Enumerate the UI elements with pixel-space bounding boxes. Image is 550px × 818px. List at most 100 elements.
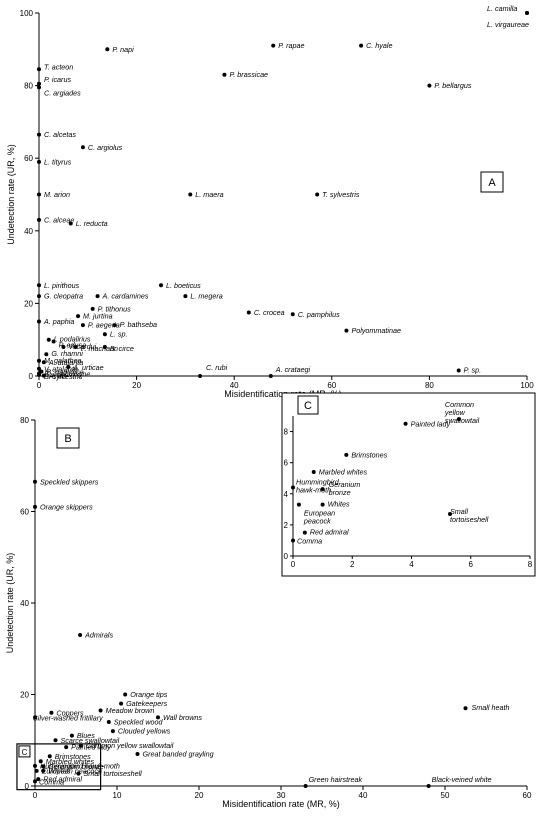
data-point (37, 319, 41, 324)
panel-letter: C (304, 400, 312, 412)
data-point (102, 344, 107, 349)
data-label-line: tortoiseshell (450, 515, 489, 524)
data-point (33, 779, 37, 784)
x-tick-label: 60 (523, 791, 532, 800)
data-label: Whites (328, 500, 350, 509)
panel-letter-box (297, 395, 319, 415)
data-point (456, 368, 461, 373)
data-point (37, 283, 41, 288)
data-label: A. atalanta (48, 358, 83, 367)
data-label: A. cardamines (102, 292, 149, 301)
data-label: P. napi (112, 45, 134, 54)
data-point (359, 43, 364, 48)
y-tick-label: 20 (24, 299, 33, 308)
data-label: P. bathseba (120, 320, 157, 329)
data-label: P. icarus (44, 75, 71, 84)
data-label: L. camilla (487, 4, 517, 13)
y-tick-label: 0 (25, 782, 30, 791)
data-label: A. crataegi (275, 365, 311, 374)
data-label: Painted lady (71, 743, 111, 752)
data-point (66, 364, 71, 369)
y-tick-label: 60 (20, 508, 29, 517)
data-point (33, 504, 37, 509)
data-label: V. cardui (68, 342, 96, 351)
data-label: Black-veined white (432, 775, 492, 784)
data-label: Red admiral (43, 775, 82, 784)
data-label: Blues (77, 731, 95, 740)
y-tick-label: 40 (20, 599, 29, 608)
data-label-line: swallowtail (445, 416, 480, 425)
data-label: Painted lady (411, 419, 451, 428)
data-point (64, 745, 69, 750)
data-label: Speckled skippers (40, 477, 99, 486)
data-label: P. sp. (464, 366, 481, 375)
data-label: P. tithonus (98, 304, 131, 313)
data-point (463, 706, 468, 711)
data-label: Comma (39, 777, 64, 786)
x-tick-label: 0 (37, 381, 42, 390)
data-label: B. circe (110, 344, 134, 353)
x-tick-label: 50 (441, 791, 450, 800)
data-label-line: peacock (303, 517, 331, 526)
data-point (302, 530, 307, 535)
y-axis-label: Undetection rate (UR, %) (5, 553, 15, 654)
data-label: Whites (48, 766, 70, 775)
x-tick-label: 6 (469, 560, 474, 569)
data-point (102, 332, 107, 337)
data-label: Orange skippers (40, 502, 93, 511)
data-point (291, 538, 295, 543)
data-label: A. urticae (72, 363, 103, 372)
data-label: Red admiral (310, 528, 349, 537)
data-label: Scarce swallowtail (61, 736, 120, 745)
data-point (38, 759, 43, 764)
panel-letter: A (488, 177, 496, 189)
y-tick-label: 100 (20, 9, 34, 18)
x-tick-label: 0 (291, 560, 296, 569)
data-point (98, 708, 103, 713)
data-label: T. acteon (44, 62, 73, 71)
data-point (105, 47, 110, 52)
data-label: Geranium bronze (48, 762, 104, 771)
data-point (95, 294, 100, 299)
data-point (37, 85, 41, 90)
data-label: L. tityrus (44, 157, 72, 166)
data-label: Wall browns (163, 713, 202, 722)
data-label: G. rhamni (51, 349, 83, 358)
data-point (69, 733, 74, 738)
data-label: A. iris (48, 372, 67, 381)
data-label: L. reducta (76, 219, 108, 228)
data-point (448, 512, 453, 516)
data-point (403, 421, 408, 426)
data-label-line: Geranium (329, 480, 361, 489)
y-tick-label: 6 (284, 459, 289, 468)
data-label: V. atalanta (44, 365, 78, 374)
data-label-line: European (304, 509, 335, 518)
data-label: Speckled wood (114, 717, 164, 726)
data-point (37, 81, 41, 86)
data-label: Green hairstreak (309, 775, 363, 784)
data-label: Marbled whites (46, 757, 95, 766)
data-label-line: yellow (444, 408, 466, 417)
data-point (51, 339, 56, 344)
data-label: Great banded grayling (143, 749, 214, 758)
data-point (41, 768, 46, 773)
data-point (123, 692, 128, 697)
data-label: L. pirithous (44, 281, 80, 290)
x-tick-label: 30 (277, 791, 286, 800)
data-point (135, 751, 140, 756)
data-point (53, 738, 58, 743)
data-label: B. euphrosyne (44, 369, 90, 378)
data-label: C. pamphilus (298, 310, 340, 319)
data-point (119, 701, 124, 706)
data-point (183, 294, 188, 299)
data-label: Comma (297, 536, 322, 545)
data-label: A. paphia (43, 317, 74, 326)
data-label: Clouded yellows (118, 727, 171, 736)
data-label: Common yellow swallowtail (86, 741, 174, 750)
data-label: Gatekeepers (126, 699, 168, 708)
data-label: European peacock (42, 766, 102, 775)
